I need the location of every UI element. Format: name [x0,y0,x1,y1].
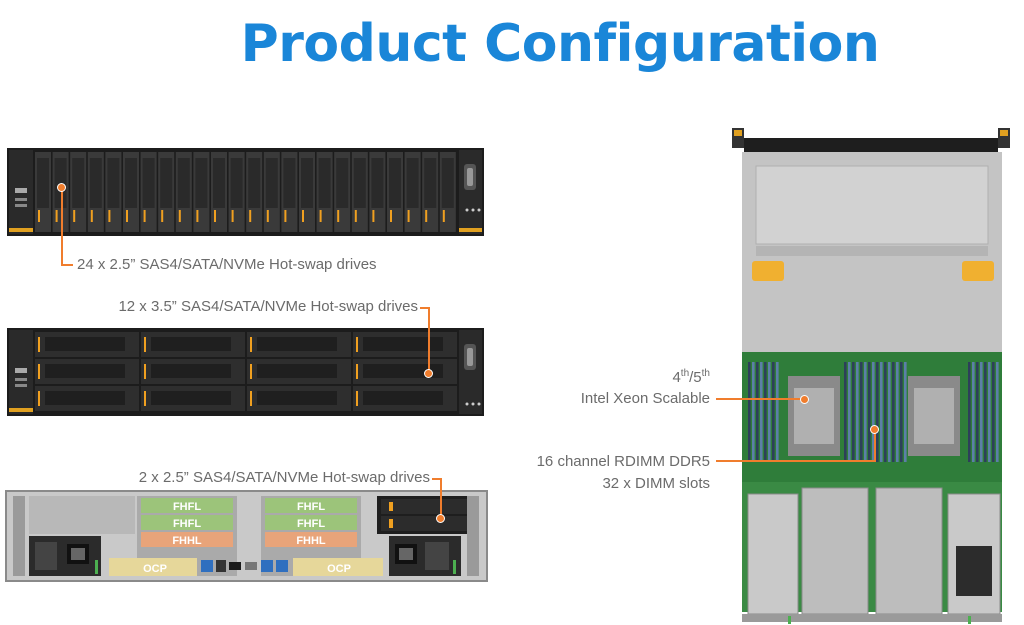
label-2-drives: 2 x 2.5” SAS4/SATA/NVMe Hot-swap drives [138,469,430,486]
label-memory-channels: 16 channel RDIMM DDR5 [536,453,710,470]
dimm-slot [984,362,987,462]
dimm-slot [896,362,899,462]
front-chassis-12-bay [7,328,484,416]
dimm-slot [844,362,847,462]
callout-line-mem-horiz [716,460,876,462]
dimm-slot [888,362,891,462]
callout-line-12-vert [428,307,430,373]
dimm-slot [752,362,755,462]
dimm-slot [772,362,775,462]
label-dimm-slots: 32 x DIMM slots [602,475,710,492]
dimm-slot [904,362,907,462]
dimm-slot [968,362,971,462]
callout-line-24-horiz [61,264,73,266]
dimm-slot [884,362,887,462]
dimm-slot [872,362,875,462]
label-24-drives: 24 x 2.5” SAS4/SATA/NVMe Hot-swap drives [77,256,377,273]
callout-dot-2 [436,514,445,523]
cpu-gen-sup2: th [701,368,710,379]
callout-dot-24 [57,183,66,192]
cpu-gen-sep: /5 [689,369,702,386]
front-chassis-24-bay [7,148,484,236]
cpu-gen-base: 4 [672,369,681,386]
dimm-slot [768,362,771,462]
dimm-slot [848,362,851,462]
dimm-slot [900,362,903,462]
callout-line-24-vert [61,190,63,266]
page-title: Product Configuration [240,14,880,74]
callout-dot-mem [870,425,879,434]
dimm-slot [980,362,983,462]
dimm-slot [860,362,863,462]
callout-dot-12 [424,369,433,378]
label-cpu-generation: 4th/5th [672,368,710,388]
callout-dot-cpu [800,395,809,404]
dimm-slot [764,362,767,462]
dimm-slot [972,362,975,462]
dimm-slot [852,362,855,462]
callout-line-2-vert [440,478,442,518]
dimm-slot [988,362,991,462]
dimm-slot [892,362,895,462]
cpu-gen-sup1: th [680,368,690,379]
dimm-slot [996,362,999,462]
dimm-slot [856,362,859,462]
callout-line-cpu [716,398,804,400]
callout-line-mem-vert [874,430,876,462]
label-cpu-name: Intel Xeon Scalable [580,390,710,407]
dimm-slot [876,362,879,462]
dimm-slot [776,362,779,462]
callout-line-12-horiz [420,307,430,309]
dimm-slot [748,362,751,462]
dimm-slot [880,362,883,462]
dimm-slot [992,362,995,462]
dimm-slot [976,362,979,462]
callout-line-2-horiz [432,478,442,480]
dimm-slot [756,362,759,462]
server-top-view [732,128,1010,624]
dimm-slot [760,362,763,462]
dimm-slot [864,362,867,462]
dimm-slot [868,362,871,462]
rear-chassis [5,490,488,582]
label-12-drives: 12 x 3.5” SAS4/SATA/NVMe Hot-swap drives [118,298,418,315]
